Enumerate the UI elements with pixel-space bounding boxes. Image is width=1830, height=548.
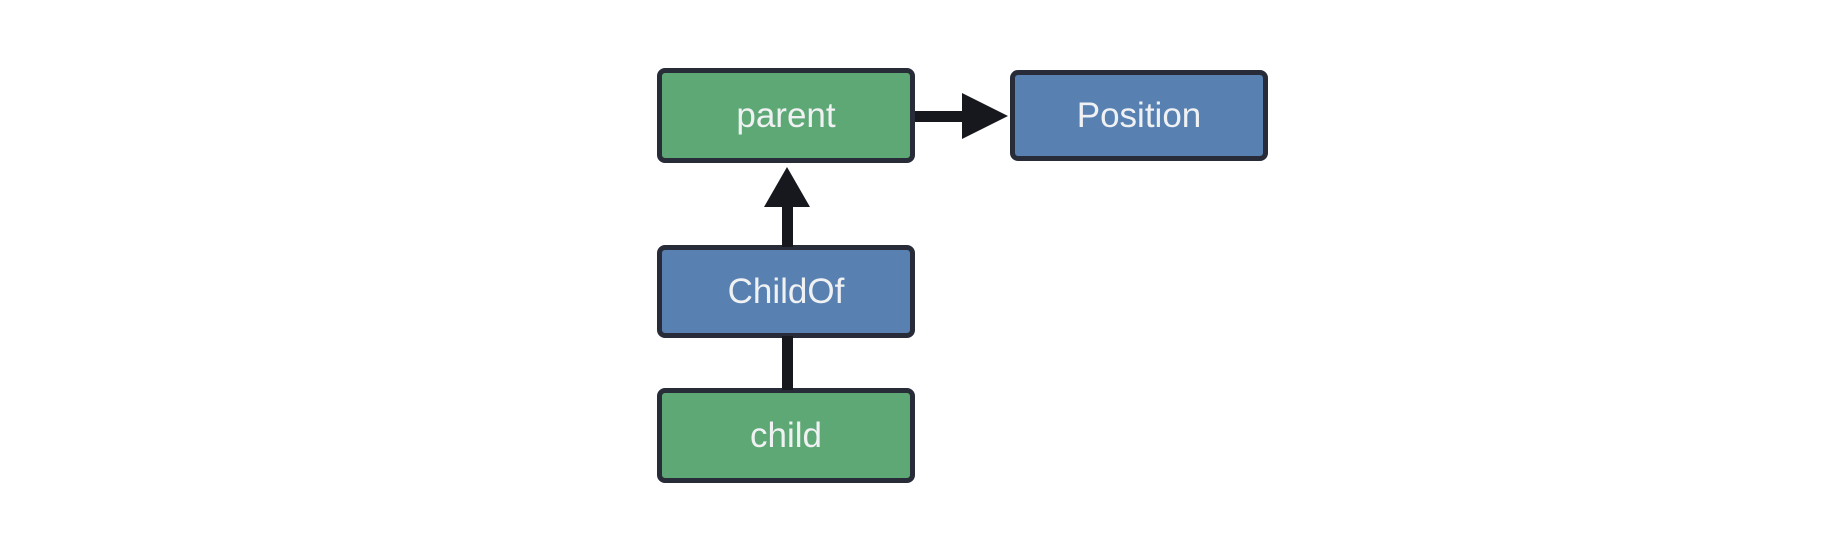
node-parent-label: parent xyxy=(736,96,836,135)
arrowhead-up-icon xyxy=(764,167,810,207)
node-childof: ChildOf xyxy=(657,245,915,338)
node-position-label: Position xyxy=(1076,96,1202,135)
node-childof-label: ChildOf xyxy=(727,272,845,311)
edge-child-to-childof-line xyxy=(782,336,793,390)
node-parent: parent xyxy=(657,68,915,163)
edge-childof-to-parent-line xyxy=(782,203,793,247)
arrowhead-right-icon xyxy=(962,93,1008,139)
node-position: Position xyxy=(1010,70,1268,161)
node-child-label: child xyxy=(750,416,822,455)
edge-parent-to-position-line xyxy=(915,111,965,122)
node-child: child xyxy=(657,388,915,483)
